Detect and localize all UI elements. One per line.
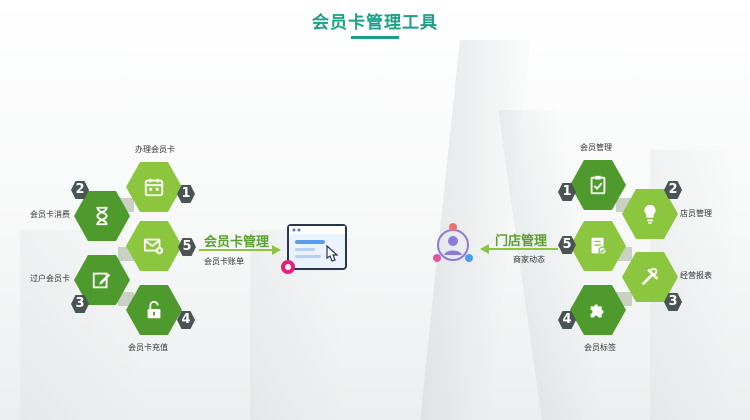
number-badge: 2 — [664, 181, 682, 199]
hex-label: 会员标签 — [584, 343, 616, 352]
number-badge: 3 — [71, 295, 89, 313]
hex-label: 会员卡账单 — [204, 257, 244, 266]
number-badge: 4 — [558, 311, 576, 329]
number-badge: 3 — [664, 293, 682, 311]
hex-label: 会员卡消费 — [30, 210, 70, 219]
number-badge: 2 — [71, 181, 89, 199]
hex-label: 过户会员卡 — [30, 274, 70, 283]
hex-label: 经营报表 — [680, 271, 712, 280]
lightbulb-icon — [644, 204, 656, 224]
hex-label: 会员管理 — [580, 143, 612, 152]
document-check-icon — [591, 237, 607, 255]
hex-item-4[interactable] — [126, 285, 182, 335]
screen-icon — [289, 226, 345, 262]
arrow-left-icon — [480, 244, 489, 254]
number-badge: 1 — [177, 185, 195, 203]
puzzle-icon — [590, 304, 604, 318]
calendar-icon — [144, 178, 164, 197]
number-badge: 1 — [558, 183, 576, 201]
center-label: 门店管理 — [495, 234, 548, 249]
hex-label: 商家动态 — [513, 255, 545, 264]
number-badge: 4 — [177, 311, 195, 329]
bill-screen-illustration — [287, 224, 347, 270]
background-building — [20, 230, 140, 420]
hourglass-icon — [96, 206, 108, 226]
title-underline — [351, 36, 399, 39]
tools-icon — [641, 267, 659, 286]
hex-item-1[interactable] — [126, 162, 182, 212]
mail-add-icon — [143, 238, 164, 255]
gear-icon — [281, 260, 295, 274]
hex-label: 办理会员卡 — [135, 145, 175, 154]
center-label: 会员卡管理 — [204, 235, 270, 250]
unlock-icon — [147, 300, 161, 319]
hex-connector — [118, 292, 134, 306]
clipboard-check-icon — [590, 175, 606, 195]
arrow-right-icon — [272, 245, 281, 255]
hex-label: 会员卡充值 — [128, 343, 168, 352]
team-network-icon — [433, 223, 473, 262]
hex-label: 店员管理 — [680, 209, 712, 218]
arrow-line — [199, 249, 273, 251]
page-title: 会员卡管理工具 — [312, 13, 438, 33]
number-badge: 5 — [558, 236, 576, 254]
number-badge: 5 — [178, 238, 196, 256]
edit-icon — [92, 272, 111, 289]
arrow-line — [488, 248, 558, 250]
